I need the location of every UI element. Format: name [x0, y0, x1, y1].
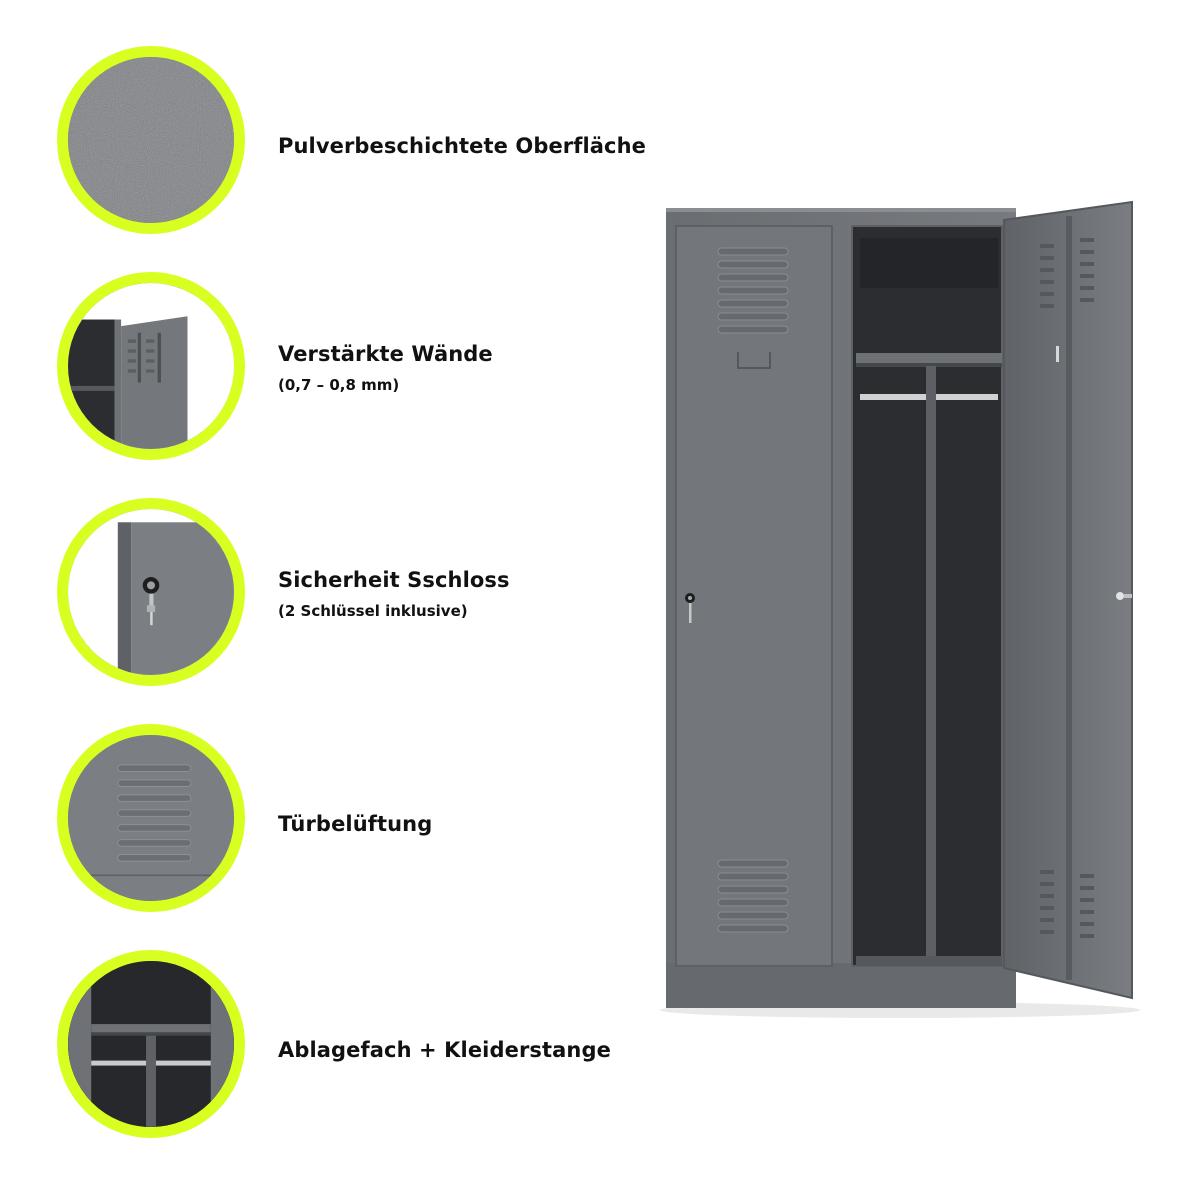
feature-shelf-rail: Ablagefach + Kleiderstange	[0, 950, 680, 1150]
feature-subtitle: (0,7 – 0,8 mm)	[278, 376, 400, 394]
feature-title: Sicherheit Sschloss	[278, 568, 510, 592]
feature-reinforced-walls: Verstärkte Wände (0,7 – 0,8 mm)	[0, 272, 680, 472]
door-ventilation-icon	[57, 724, 245, 912]
lock-key-icon	[57, 498, 245, 686]
powder-coated-surface-icon	[57, 46, 245, 234]
locker-product-image	[660, 198, 1140, 1018]
feature-title: Pulverbeschichtete Oberfläche	[278, 134, 647, 158]
shelf-rail-icon	[57, 950, 245, 1138]
feature-title: Verstärkte Wände	[278, 342, 493, 366]
locker-illustration	[660, 200, 1140, 1018]
feature-title: Türbelüftung	[278, 812, 433, 836]
feature-security-lock: Sicherheit Sschloss (2 Schlüssel inklusi…	[0, 498, 680, 698]
feature-title: Ablagefach + Kleiderstange	[278, 1038, 611, 1062]
feature-door-ventilation: Türbelüftung	[0, 724, 680, 924]
feature-subtitle: (2 Schlüssel inklusive)	[278, 602, 468, 620]
reinforced-walls-icon	[57, 272, 245, 460]
feature-powder-coating: Pulverbeschichtete Oberfläche	[0, 46, 680, 246]
